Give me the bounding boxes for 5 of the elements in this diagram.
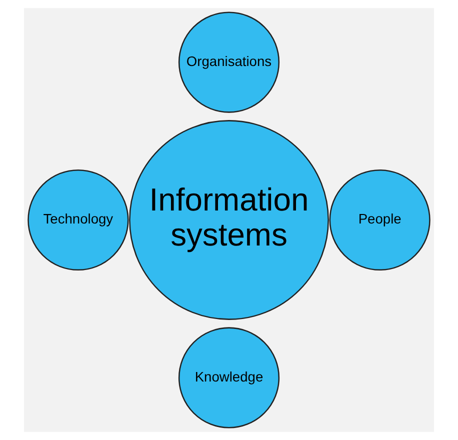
node-circle: Knowledge <box>178 327 280 428</box>
node-circle: Organisations <box>178 12 280 113</box>
node-circle: Technology <box>28 169 129 271</box>
node-circle: Information systems <box>129 120 329 320</box>
node-circle: People <box>329 169 430 271</box>
